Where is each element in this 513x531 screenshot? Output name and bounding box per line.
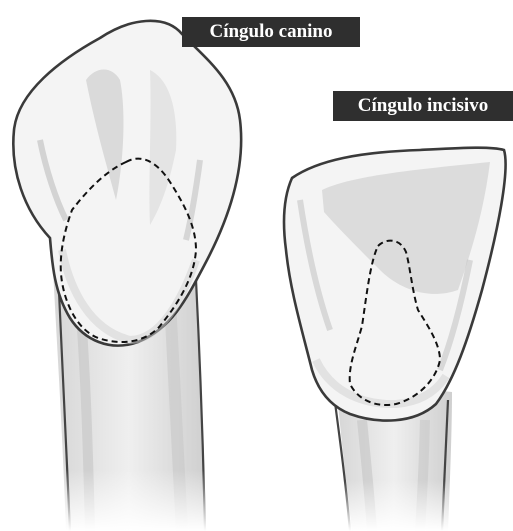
canine-crown bbox=[13, 21, 241, 346]
canine-tooth-icon bbox=[13, 21, 241, 531]
incisor-cingulum-label: Cíngulo incisivo bbox=[333, 91, 513, 121]
incisor-tooth-icon bbox=[284, 148, 506, 531]
canine-cingulum-label: Cíngulo canino bbox=[182, 17, 360, 47]
